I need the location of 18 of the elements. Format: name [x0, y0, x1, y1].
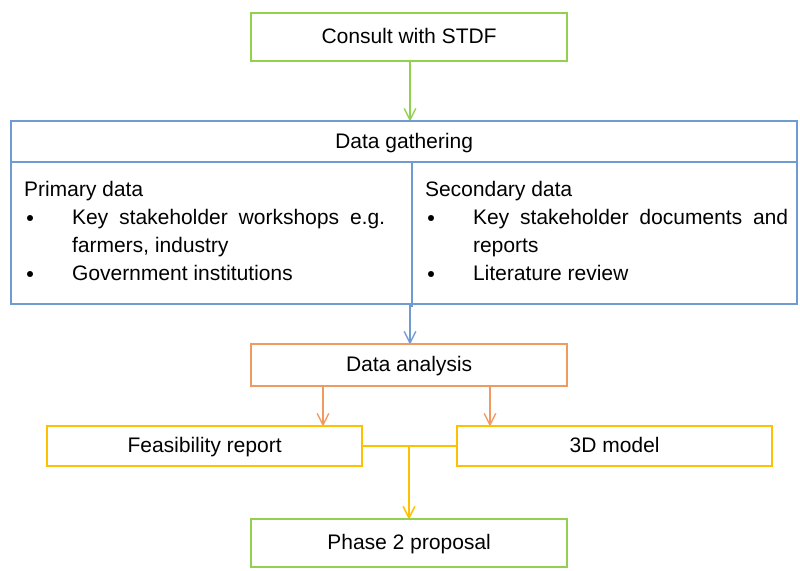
arrow: [316, 387, 330, 426]
section-panel: [10, 120, 798, 305]
column-heading: Primary data: [24, 177, 144, 203]
process-box: Feasibility report: [46, 425, 363, 467]
arrow: [402, 445, 456, 519]
bullet-item: Key stakeholder documents and reports: [425, 204, 788, 260]
arrow: [403, 305, 417, 344]
arrow: [483, 387, 497, 426]
bullet-item: Key stakeholder workshops e.g. farmers, industry: [24, 204, 385, 260]
process-box: Data analysis: [250, 343, 568, 387]
bullet-item: Government institutions: [24, 260, 385, 288]
column-heading: Secondary data: [425, 177, 574, 203]
process-box: Consult with STDF: [250, 12, 568, 62]
process-box: Phase 2 proposal: [250, 518, 568, 568]
process-box: 3D model: [456, 425, 773, 467]
bullet-item: Literature review: [425, 260, 788, 288]
arrow: [403, 62, 417, 121]
section-heading: Data gathering: [335, 130, 473, 154]
